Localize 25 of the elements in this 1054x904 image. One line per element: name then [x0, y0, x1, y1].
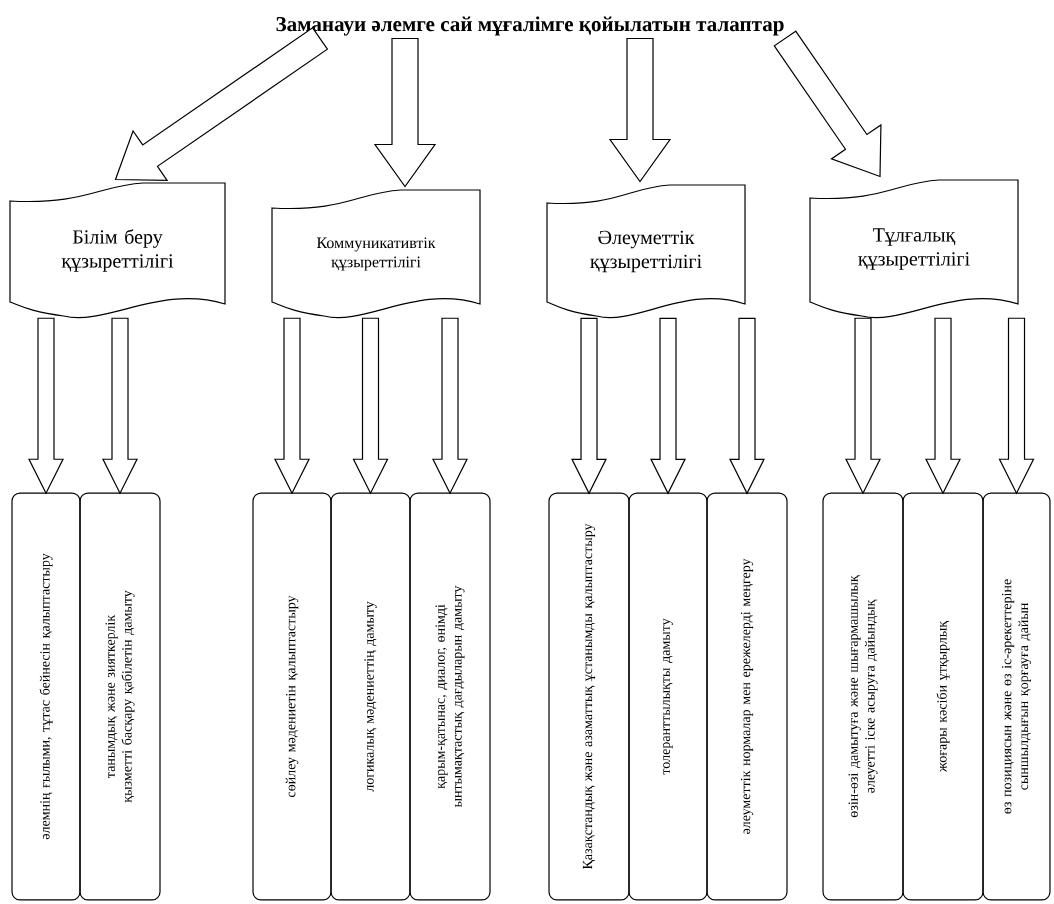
- vertical-text-box: әлемнің ғылыми, тұтас бейнесін қалыптастыру: [11, 492, 81, 901]
- block-arrow: [608, 37, 672, 183]
- block-arrow: [432, 317, 468, 495]
- vertical-text-box: қарым-қатынас, диалог, өнімді ынтымақтастық дағдыларын дамыту: [409, 492, 491, 901]
- title: Заманауи әлемге сай мұғалімге қойылатын талаптар: [276, 16, 784, 36]
- block-arrow: [352, 317, 389, 495]
- block-arrow: [650, 317, 686, 495]
- vertical-text-box: өз позициясын және өз іс-әрекеттеріне сыншылдығын қорғауға дайын: [982, 492, 1051, 901]
- block-arrow: [28, 317, 64, 495]
- block-arrow: [925, 317, 961, 495]
- block-arrow: [373, 37, 437, 188]
- vertical-text-box: логикалық мәдениеттің дамыту: [330, 492, 411, 901]
- block-arrow: [845, 317, 881, 495]
- block-arrow: [729, 317, 765, 495]
- block-arrow: [571, 317, 607, 495]
- vertical-text-box: Қазақстандық және азаматтық ұстанымды қалыптастыру: [548, 492, 630, 901]
- block-arrow: [998, 317, 1035, 495]
- vertical-text-box: танымдық және зияткерлік қызметті басқару қабілетін дамыту: [79, 492, 161, 901]
- vertical-text-box: әлеуметтік нормалар мен ережелерді меңгеру: [706, 492, 788, 901]
- vertical-text-box: толеранттылықты дамыту: [628, 492, 708, 901]
- block-arrow: [274, 317, 310, 495]
- block-arrow: [773, 30, 882, 178]
- vertical-text-box: жоғары кәсіби ұтқырлық: [902, 492, 984, 901]
- vertical-text-box: сөйлеу мәдениетін қалыптастыру: [252, 492, 332, 901]
- block-arrow: [102, 317, 138, 495]
